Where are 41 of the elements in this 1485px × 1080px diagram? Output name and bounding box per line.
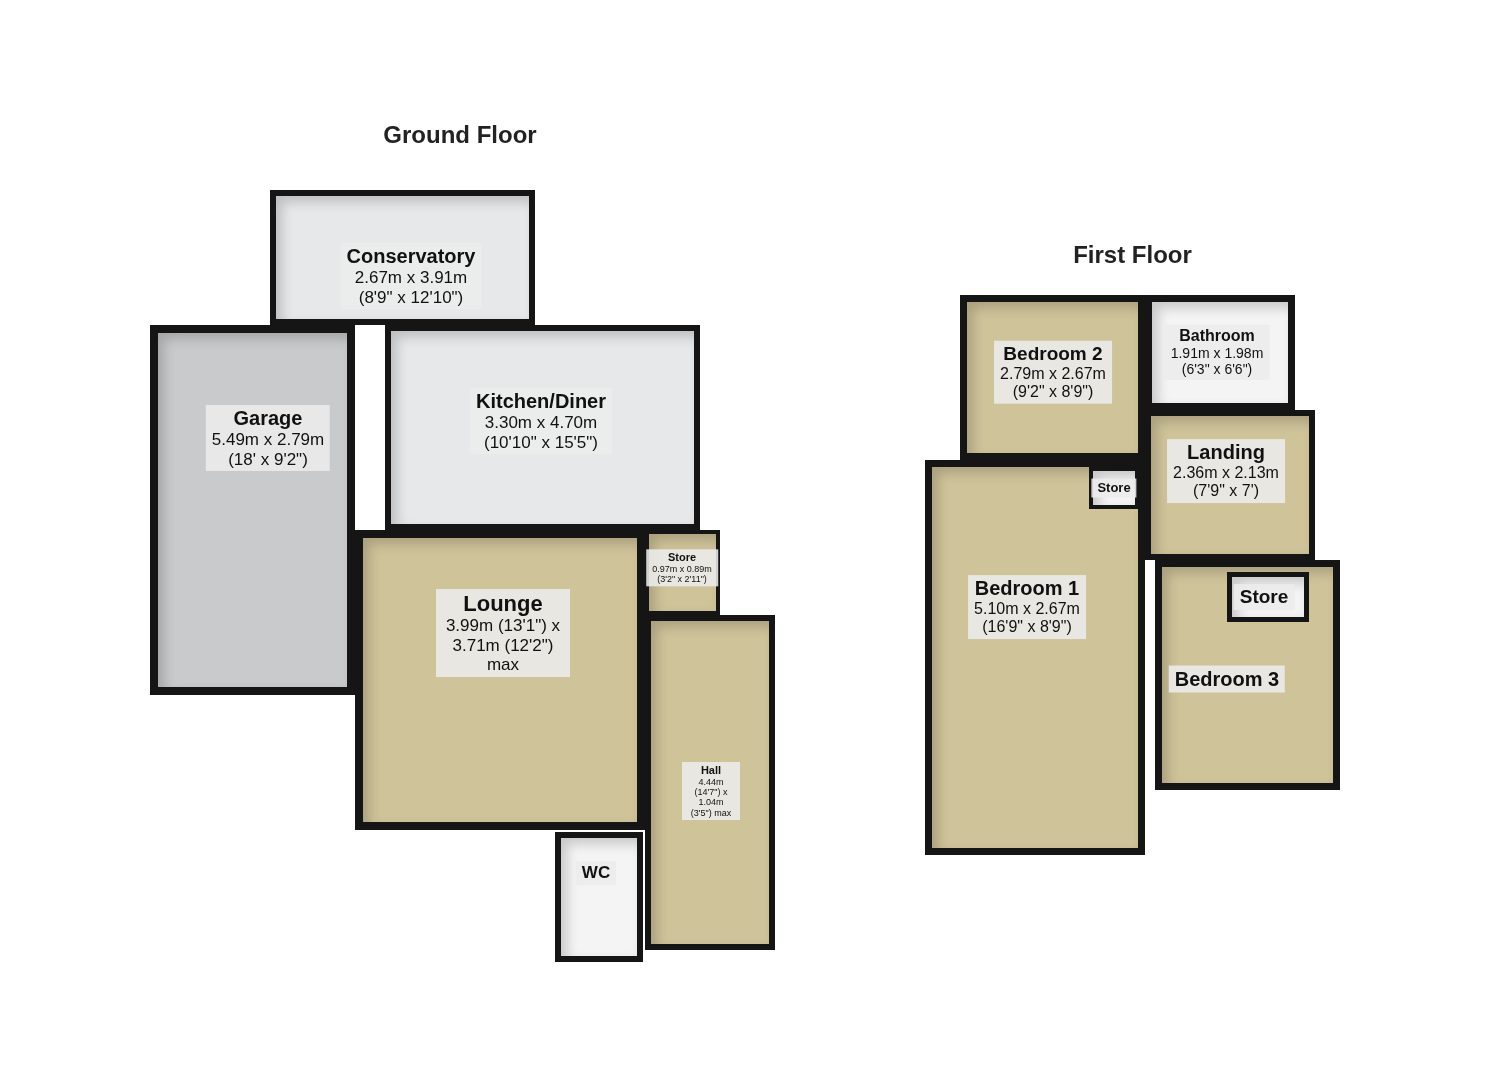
room-name: Landing bbox=[1187, 441, 1265, 465]
room-floor bbox=[1227, 572, 1309, 622]
room-dimensions: (3'2" x 2'11") bbox=[657, 574, 707, 585]
room-floor bbox=[385, 325, 700, 530]
room-name: Garage bbox=[233, 406, 303, 430]
room-dimensions: 5.10m x 2.67m bbox=[974, 600, 1080, 619]
room-dimensions: 0.97m x 0.89m bbox=[652, 564, 712, 575]
room-name: Hall bbox=[700, 764, 722, 777]
room-dimensions: 3.99m (13'1") x 3.71m (12'2") max bbox=[444, 616, 562, 675]
room-dimensions: 2.79m x 2.67m bbox=[1000, 364, 1106, 383]
room-name: Bathroom bbox=[1179, 326, 1255, 346]
room-dimensions: (18' x 9'2") bbox=[228, 449, 308, 470]
room-name: Bedroom 3 bbox=[1174, 667, 1280, 691]
room-dimensions: (16'9" x 8'9") bbox=[982, 618, 1072, 637]
room-dimensions: (7'9" x 7') bbox=[1193, 482, 1259, 501]
room-floor bbox=[925, 460, 1145, 855]
room-name: Bedroom 2 bbox=[1003, 342, 1103, 365]
room-name: Bedroom 1 bbox=[974, 577, 1080, 601]
room-dimensions: 2.36m x 2.13m bbox=[1173, 464, 1279, 483]
room-name: Conservatory bbox=[346, 244, 476, 268]
room-name: WC bbox=[581, 863, 611, 883]
room-dimensions: 1.91m x 1.98m bbox=[1170, 345, 1264, 362]
room-floor bbox=[555, 832, 643, 962]
room-dimensions: (9'2" x 8'9") bbox=[1012, 382, 1094, 402]
room-dimensions: 4.44m (14'7") x 1.04m (3'5") max bbox=[689, 776, 733, 818]
room-floor bbox=[150, 325, 355, 695]
room-dimensions: 5.49m x 2.79m bbox=[211, 429, 325, 450]
room-name: Kitchen/Diner bbox=[476, 389, 606, 413]
room-dimensions: (8'9" x 12'10") bbox=[358, 287, 464, 308]
room-name: Store bbox=[1097, 480, 1131, 496]
floor-heading: First Floor bbox=[1072, 241, 1193, 269]
room-name: Store bbox=[667, 551, 697, 564]
floor-heading: Ground Floor bbox=[382, 121, 538, 149]
room-name: Store bbox=[1239, 586, 1289, 608]
room-dimensions: (10'10" x 15'5") bbox=[484, 432, 598, 453]
room-floor bbox=[1155, 560, 1340, 790]
room-floor bbox=[270, 190, 535, 325]
room-dimensions: 2.67m x 3.91m bbox=[354, 267, 468, 288]
room-name: Lounge bbox=[463, 591, 543, 617]
room-dimensions: 3.30m x 4.70m bbox=[484, 412, 598, 433]
room-dimensions: (6'3" x 6'6") bbox=[1181, 361, 1253, 378]
